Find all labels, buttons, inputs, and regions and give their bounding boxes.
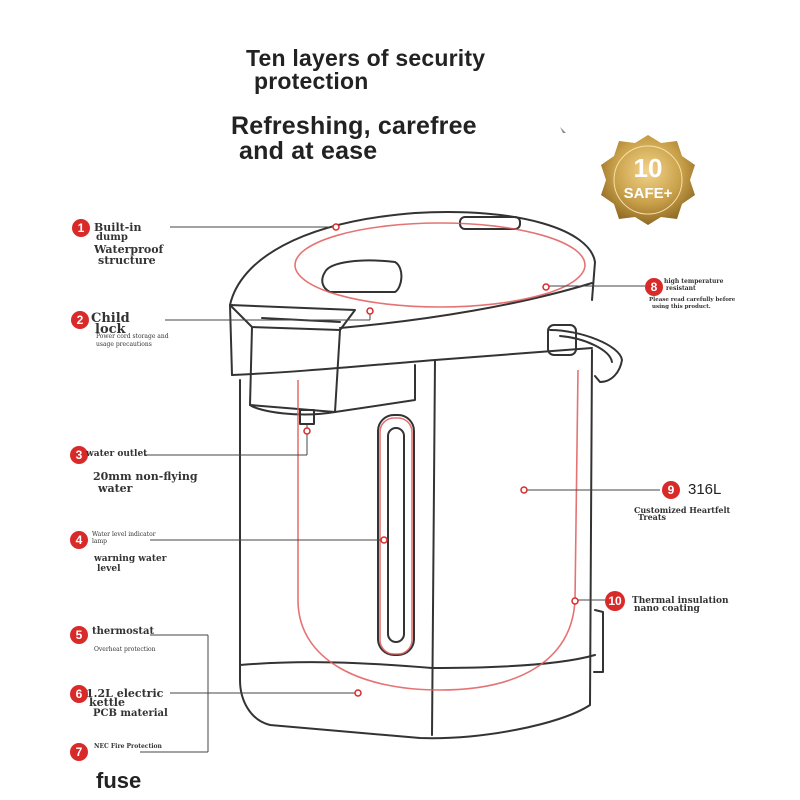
callout-10-title: Thermal insulation: [632, 596, 729, 606]
callout-8-title: high temperature: [664, 278, 724, 285]
callout-5-title: thermostat: [92, 626, 155, 637]
callout-2-title-cont: lock: [95, 322, 126, 337]
callout-6-desc: PCB material: [93, 708, 168, 719]
callout-number-9: 9: [662, 481, 680, 499]
badge-text: SAFE+: [623, 185, 673, 202]
headline-line-2: protection: [254, 68, 369, 94]
callout-number-1: 1: [72, 219, 90, 237]
callout-2-desc-cont: usage precautions: [96, 341, 152, 348]
callout-4-desc: warning water: [94, 554, 167, 564]
callout-6-title: 1.2L electric: [86, 687, 164, 700]
callout-3-title: water outlet: [86, 449, 148, 459]
callout-1-title-cont: dump: [96, 232, 128, 243]
callout-4-title-cont: lamp: [92, 538, 108, 545]
callout-2-desc: Power cord storage and: [96, 333, 169, 340]
kettle-body: [229, 211, 623, 740]
callout-number-10: 10: [605, 591, 625, 611]
headline-line-3: Refreshing, carefree: [231, 112, 477, 140]
callout-6-title-cont: kettle: [89, 696, 125, 709]
callout-7-title: NEC Fire Protection: [94, 743, 162, 750]
callout-9-desc-cont: Treats: [638, 512, 667, 522]
highlight-outlines: [294, 222, 586, 691]
callout-number-6: 6: [70, 685, 88, 703]
callout-3-desc: 20mm non-flying: [93, 470, 198, 483]
headline-line-1: Ten layers of security: [246, 45, 486, 71]
callout-number-5: 5: [70, 626, 88, 644]
callout-10-desc: nano coating: [634, 604, 700, 614]
callout-1-title: Built-in: [94, 221, 142, 234]
callout-4-desc-cont: level: [97, 564, 121, 574]
callout-5-desc: Overheat protection: [94, 646, 156, 653]
headline-line-4: and at ease: [239, 137, 378, 165]
callout-number-8: 8: [645, 278, 663, 296]
callout-number-2: 2: [71, 311, 89, 329]
callout-8-desc-cont: using this product.: [652, 304, 711, 310]
callout-2-title: Child: [91, 311, 130, 326]
cursor-mark: [560, 127, 566, 133]
callout-number-3: 3: [70, 446, 88, 464]
callout-7-fuse: fuse: [96, 768, 142, 793]
callout-1-desc: Waterproof: [94, 243, 164, 256]
callout-4-title: Water level indicator: [92, 531, 156, 538]
badge-number: 10: [633, 153, 663, 183]
callout-number-7: 7: [70, 743, 88, 761]
callout-dots: [303, 223, 579, 697]
callout-1-desc-cont: structure: [98, 254, 156, 267]
safe-badge: [601, 135, 695, 225]
callout-9-desc: Customized Heartfelt: [634, 505, 731, 515]
callout-8-title-cont: resistant: [666, 285, 696, 292]
callout-number-4: 4: [70, 531, 88, 549]
leader-lines: [140, 226, 660, 753]
callout-3-desc-cont: water: [98, 482, 133, 495]
callout-8-desc: Please read carefully before: [649, 297, 736, 303]
callout-9-title: 316L: [688, 481, 722, 498]
